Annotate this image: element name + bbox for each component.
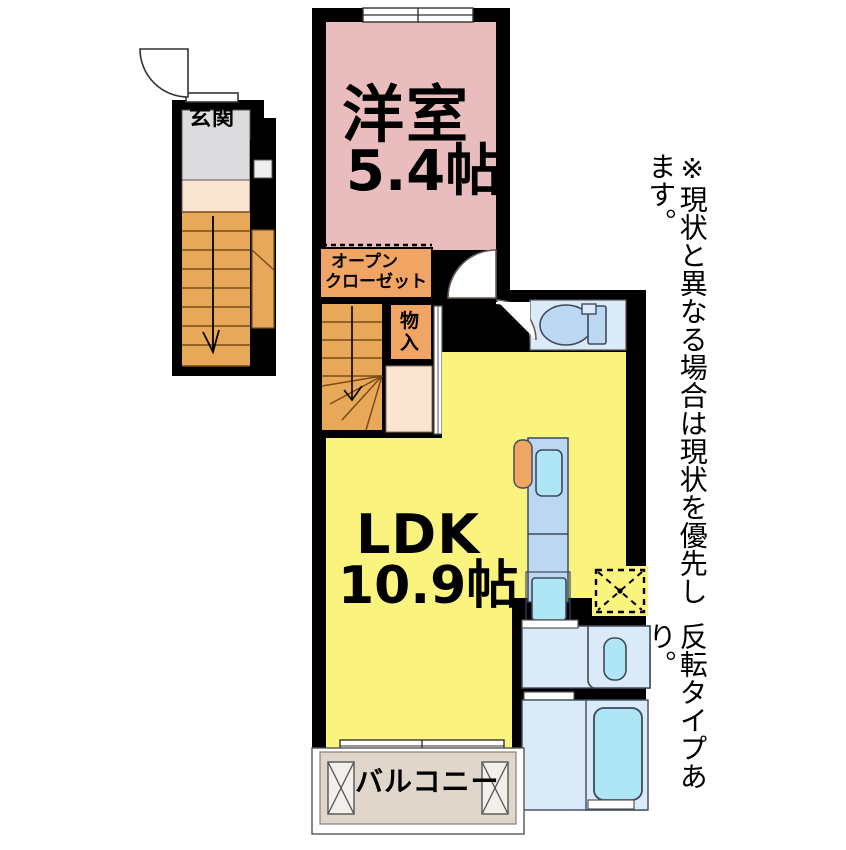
washroom-area <box>521 619 651 726</box>
balcony-panel-left-x2 <box>327 761 355 815</box>
open-closet <box>319 243 433 299</box>
washroom-entry-door <box>523 691 575 701</box>
ldk-floor-link <box>442 352 512 448</box>
kitchen-sink-basin <box>535 449 563 497</box>
toilet-tank-icon <box>587 305 607 345</box>
balcony-panel-right-x2 <box>481 761 509 815</box>
washer-pan-drain <box>617 588 623 594</box>
landing-wall <box>250 140 274 232</box>
washing-machine-pan <box>592 566 648 616</box>
bedroom-size-label: 5.4帖 <box>346 139 502 204</box>
toilet-room <box>495 299 627 351</box>
ldk-size-label: 10.9帖 <box>338 556 519 616</box>
entrance-door-swing <box>139 48 189 98</box>
entrance-door-panel <box>185 92 239 103</box>
open-closet-label-line1: オープン <box>331 252 398 272</box>
indoor-stair-arrow <box>343 306 363 402</box>
bathroom-window <box>587 799 635 810</box>
meter-box <box>253 159 273 179</box>
reverse-type-note: 反転タイプあり。 <box>644 622 709 790</box>
bedroom-floor <box>326 22 496 250</box>
washer-pan-x2 <box>597 571 643 611</box>
balcony-area <box>311 747 525 835</box>
kitchen-area <box>513 437 571 627</box>
bedroom-room <box>326 7 497 299</box>
ldk-floor-left <box>326 438 512 748</box>
indoor-stair-treads <box>321 321 383 431</box>
storage-label-line2: 入 <box>400 332 420 354</box>
outdoor-stair-landing <box>251 229 275 329</box>
disclaimer-note: ※現状と異なる場合は現状を優先します。 <box>644 152 709 605</box>
storage-label-line1: 物 <box>400 310 420 332</box>
outdoor-stair-treads <box>182 211 250 367</box>
bathroom-area <box>521 699 649 811</box>
entrance-corridor <box>181 179 251 213</box>
washer-pan-outline <box>594 568 646 614</box>
wash-basin-icon <box>603 637 627 681</box>
stair-direction-arrow <box>202 216 220 355</box>
balcony-label: バルコニー <box>355 765 500 798</box>
bedroom-name-label: 洋室 <box>342 78 471 151</box>
stove-burner-icon <box>513 439 533 489</box>
washer-pan-x1 <box>597 571 643 611</box>
toilet-door-fill <box>496 302 530 340</box>
bath-tub-icon <box>593 707 643 801</box>
entrance-stair-block <box>139 48 276 376</box>
ldk-name-label: LDK <box>356 503 481 566</box>
storage-floor <box>389 303 433 361</box>
entrance-label: 玄関 <box>189 106 236 131</box>
washroom-sliding-door <box>521 619 579 629</box>
stair-landing-floor <box>385 365 433 433</box>
kitchen-lower-basin <box>531 577 567 621</box>
landing-edge <box>251 249 275 271</box>
open-closet-floor <box>319 247 433 299</box>
open-closet-label-line2: クローゼット <box>325 272 427 292</box>
toilet-lid-icon <box>581 303 597 315</box>
bedroom-door-swing <box>447 249 497 299</box>
indoor-stairs-area <box>312 298 443 440</box>
